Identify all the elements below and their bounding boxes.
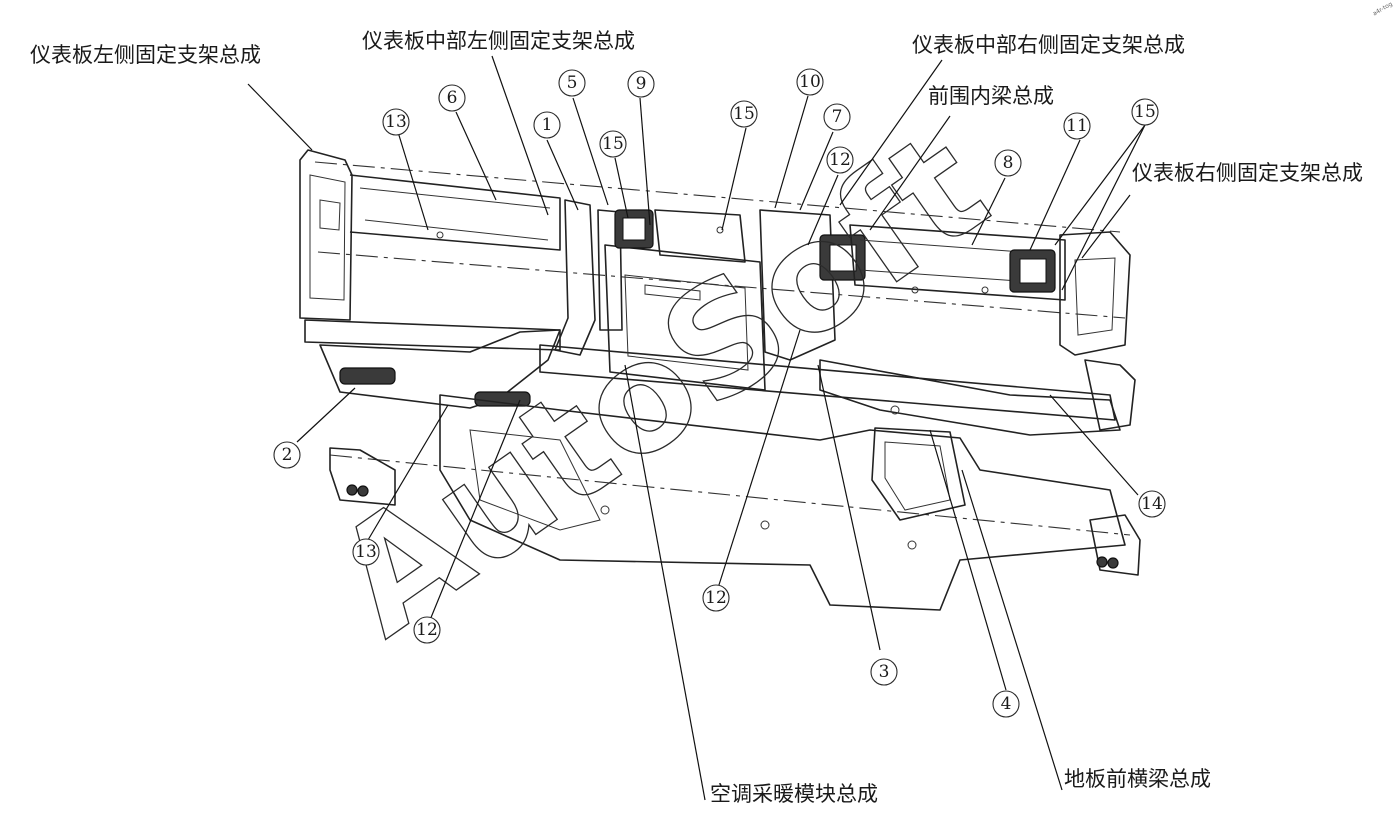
callout-12-middle: 12 bbox=[702, 584, 730, 612]
svg-text:1: 1 bbox=[542, 115, 553, 135]
svg-text:9: 9 bbox=[636, 74, 647, 94]
callout-8: 8 bbox=[994, 149, 1022, 177]
callout-15-center: 15 bbox=[730, 100, 758, 128]
svg-text:10: 10 bbox=[799, 72, 821, 92]
svg-text:8: 8 bbox=[1003, 153, 1014, 173]
label-hvac-module: 空调采暖模块总成 bbox=[710, 782, 878, 806]
callout-12-upper: 12 bbox=[826, 146, 854, 174]
callout-14: 14 bbox=[1138, 490, 1166, 518]
svg-text:5: 5 bbox=[567, 73, 578, 93]
corner-mark: a4r-tog bbox=[1372, 1, 1394, 18]
callout-12-lower: 12 bbox=[413, 616, 441, 644]
dashboard-frame-drawing bbox=[299, 149, 1141, 611]
callout-13-upper: 13 bbox=[382, 108, 410, 136]
svg-text:12: 12 bbox=[705, 588, 727, 608]
text-labels: 仪表板左侧固定支架总成 仪表板中部左侧固定支架总成 仪表板中部右侧固定支架总成 … bbox=[30, 29, 1363, 806]
svg-text:15: 15 bbox=[602, 134, 624, 154]
number-callouts: 1 2 3 4 5 6 7 8 9 10 11 12 12 12 13 13 1… bbox=[273, 68, 1166, 718]
svg-text:14: 14 bbox=[1141, 494, 1163, 514]
callout-10: 10 bbox=[796, 68, 824, 96]
svg-text:2: 2 bbox=[282, 445, 293, 465]
svg-text:11: 11 bbox=[1066, 116, 1088, 136]
svg-text:6: 6 bbox=[447, 88, 458, 108]
callout-9: 9 bbox=[627, 70, 655, 98]
svg-text:15: 15 bbox=[1134, 102, 1156, 122]
callout-2: 2 bbox=[273, 441, 301, 469]
svg-text:13: 13 bbox=[385, 112, 407, 132]
watermark-text: AutoSoft bbox=[306, 99, 1017, 669]
callout-1: 1 bbox=[533, 111, 561, 139]
callout-15-right: 15 bbox=[1131, 98, 1159, 126]
svg-text:7: 7 bbox=[832, 107, 843, 127]
svg-text:4: 4 bbox=[1001, 694, 1012, 714]
callout-13-lower: 13 bbox=[352, 538, 380, 566]
svg-text:12: 12 bbox=[829, 150, 851, 170]
callout-6: 6 bbox=[438, 84, 466, 112]
callout-11: 11 bbox=[1063, 112, 1091, 140]
callout-4: 4 bbox=[992, 690, 1020, 718]
callout-5: 5 bbox=[558, 69, 586, 97]
callout-15-left: 15 bbox=[599, 130, 627, 158]
leader-lines bbox=[247, 55, 1146, 801]
svg-text:12: 12 bbox=[416, 620, 438, 640]
svg-text:13: 13 bbox=[355, 542, 377, 562]
callout-3: 3 bbox=[870, 658, 898, 686]
label-floor-crossbeam: 地板前横梁总成 bbox=[1064, 767, 1211, 791]
label-center-right-bracket: 仪表板中部右侧固定支架总成 bbox=[912, 33, 1185, 57]
svg-text:3: 3 bbox=[879, 662, 890, 682]
callout-7: 7 bbox=[823, 103, 851, 131]
label-right-bracket: 仪表板右侧固定支架总成 bbox=[1132, 161, 1363, 185]
svg-text:15: 15 bbox=[733, 104, 755, 124]
watermark: AutoSoft bbox=[305, 99, 1017, 671]
label-front-inner-beam: 前围内梁总成 bbox=[928, 84, 1054, 108]
label-center-left-bracket: 仪表板中部左侧固定支架总成 bbox=[362, 29, 635, 53]
label-left-bracket: 仪表板左侧固定支架总成 bbox=[30, 43, 261, 67]
